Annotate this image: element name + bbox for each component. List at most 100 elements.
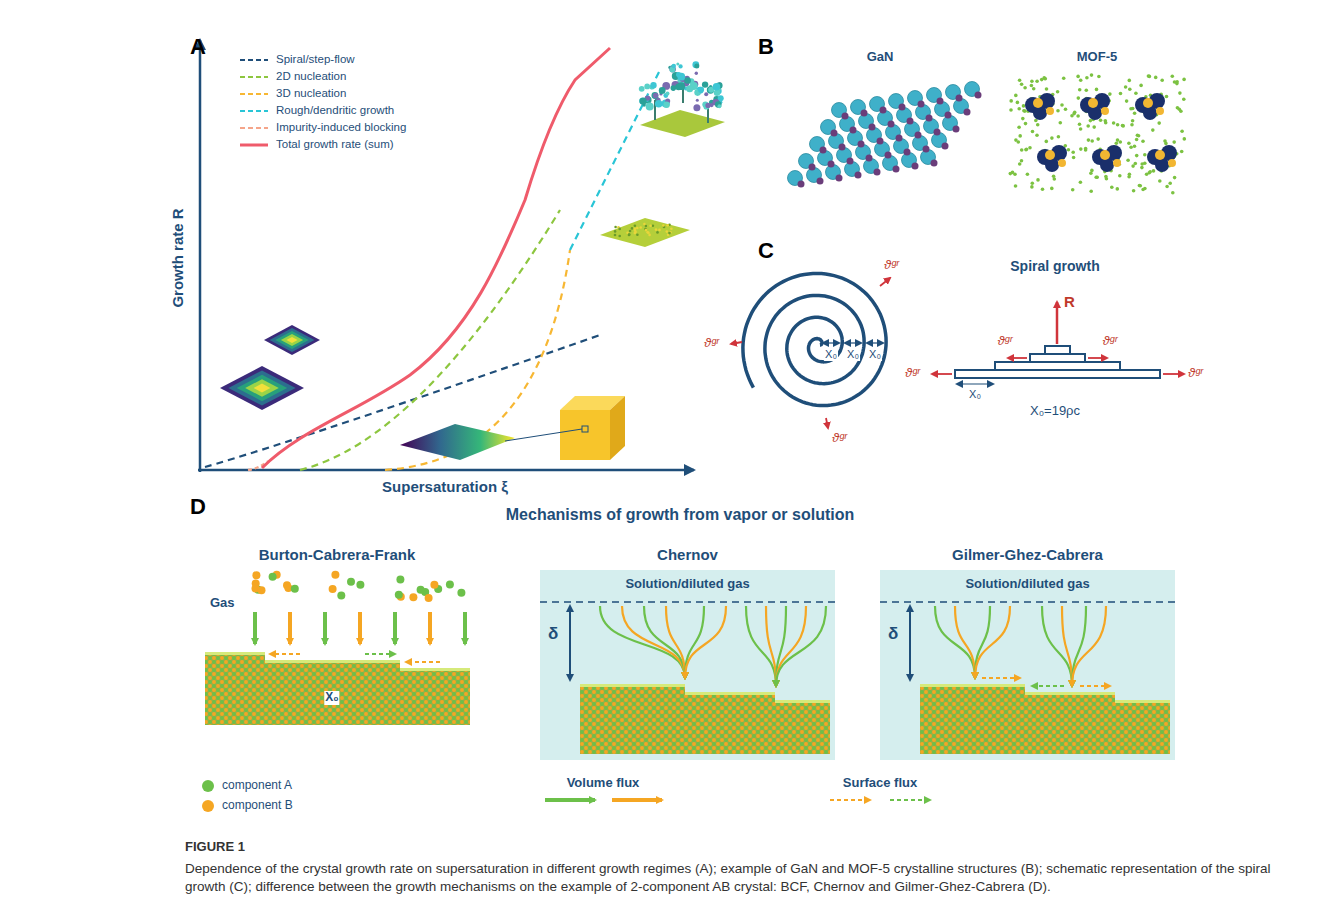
nitrogen-atom: [893, 166, 900, 173]
panel-title: Spiral growth: [1010, 258, 1099, 274]
nitrogen-atom: [923, 146, 930, 153]
crystal-top-face: [205, 652, 265, 655]
dendrite-branch: [694, 64, 699, 69]
surface-flux-arrow: [1080, 685, 1110, 687]
mof-guest-molecule: [1115, 141, 1119, 145]
mof-guest-molecule: [1023, 86, 1027, 90]
dendrite-branch: [686, 85, 693, 92]
volume-flux-arrow: [1072, 606, 1106, 686]
dendrite-branch: [646, 103, 654, 111]
surface-flux-arrow: [270, 653, 300, 655]
mof-metal-node: [1156, 107, 1164, 115]
mof-guest-molecule: [1165, 95, 1169, 99]
rough-surface-grain: [614, 230, 617, 233]
mof-cluster: [1033, 106, 1047, 120]
dendrite-branch: [692, 61, 699, 68]
mof-cluster: [1100, 158, 1114, 172]
legend-text: Total growth rate (sum): [276, 138, 394, 151]
legend-text: component B: [222, 799, 293, 813]
mof-guest-molecule: [1134, 91, 1138, 95]
mof-guest-molecule: [1018, 78, 1022, 82]
mof-metal-node: [1168, 159, 1176, 167]
volume-flux-arrow: [358, 612, 362, 644]
formula-label: X₀=19ρc: [1030, 404, 1080, 419]
volume-flux-arrow: [666, 606, 685, 678]
mof-guest-molecule: [1017, 107, 1021, 111]
nitrogen-atom: [937, 98, 944, 105]
spacing-label: X₀: [324, 691, 339, 705]
volume-flux-arrow: [746, 606, 776, 686]
generated-art: [220, 61, 1186, 800]
growth-rate-arrow: [1056, 302, 1059, 344]
gas-molecule: [329, 585, 337, 593]
rough-surface-grain: [647, 232, 650, 235]
mof-guest-molecule: [1172, 140, 1176, 144]
mof-guest-molecule: [1095, 88, 1099, 92]
mof-guest-molecule: [1110, 185, 1114, 189]
nitrogen-atom: [926, 115, 933, 122]
rough-surface-grain: [634, 232, 637, 235]
mof-guest-molecule: [1018, 162, 1022, 166]
mof-guest-molecule: [1116, 123, 1120, 127]
mof-guest-molecule: [1154, 76, 1158, 80]
crystal-slab: [580, 684, 685, 754]
legend-line-sample: [240, 76, 268, 78]
nitrogen-atom: [839, 144, 846, 151]
dendrite-branch: [693, 104, 700, 111]
mof-guest-molecule: [1173, 176, 1177, 180]
step-velocity-arrow: [1088, 357, 1107, 359]
mof-guest-molecule: [1079, 180, 1083, 184]
rough-surface-grain: [614, 234, 617, 237]
mof-metal-node: [1101, 107, 1109, 115]
mof-guest-molecule: [1071, 150, 1075, 154]
nitrogen-atom: [904, 149, 911, 156]
volume-flux-arrow: [685, 606, 726, 678]
mof-guest-molecule: [1024, 122, 1028, 126]
crystal-slab: [685, 692, 775, 754]
mof-guest-molecule: [1131, 119, 1135, 123]
spiral-pyramid-inset: [220, 366, 304, 410]
dendrite-branch: [679, 64, 683, 68]
velocity-label: ϑᵍʳ: [905, 366, 920, 381]
mechanism-art: [880, 570, 1175, 760]
mof-guest-molecule: [1009, 99, 1013, 103]
dendrite-branch: [652, 92, 659, 99]
surface-flux-arrow: [890, 799, 930, 801]
rough-surface-grain: [634, 227, 637, 230]
mof-guest-molecule: [1016, 101, 1020, 105]
rough-surface-grain: [668, 232, 671, 235]
rough-surface-grain: [639, 226, 642, 229]
rough-surface-grain: [634, 225, 637, 228]
mof-guest-molecule: [1182, 78, 1186, 82]
gas-molecule: [291, 585, 299, 593]
nitrogen-atom: [907, 118, 914, 125]
nitrogen-atom: [798, 181, 805, 188]
axis-title: Growth rate R: [169, 208, 186, 307]
dendrite-branch: [655, 100, 663, 108]
mof-guest-molecule: [1090, 139, 1094, 143]
mof-guest-molecule: [1180, 150, 1184, 154]
gas-molecule: [252, 571, 260, 579]
mof-guest-molecule: [1022, 109, 1026, 113]
gas-molecule: [331, 571, 339, 579]
nitrogen-atom: [953, 126, 960, 133]
gas-molecule: [425, 594, 433, 602]
mof-guest-molecule: [1160, 78, 1164, 82]
mof-metal-node: [1045, 150, 1055, 160]
mof-guest-molecule: [1085, 89, 1089, 93]
rough-surface-grain: [649, 224, 652, 227]
crystal-top-face: [685, 692, 775, 695]
spiral-pyramid-inset: [281, 334, 303, 346]
mof-guest-molecule: [1017, 126, 1021, 130]
legend-line-sample: [240, 127, 268, 129]
boundary-layer-arrow: [909, 606, 911, 680]
dendrite-branch: [713, 83, 721, 91]
legend-text: Volume flux: [567, 776, 640, 791]
x-axis: [198, 469, 694, 472]
nitrogen-atom: [912, 163, 919, 170]
mof-guest-molecule: [1035, 133, 1039, 137]
nitrogen-atom: [918, 101, 925, 108]
velocity-label: ϑᵍʳ: [1188, 366, 1203, 381]
mof-guest-molecule: [1079, 79, 1083, 83]
legend-line-sample: [240, 59, 268, 61]
